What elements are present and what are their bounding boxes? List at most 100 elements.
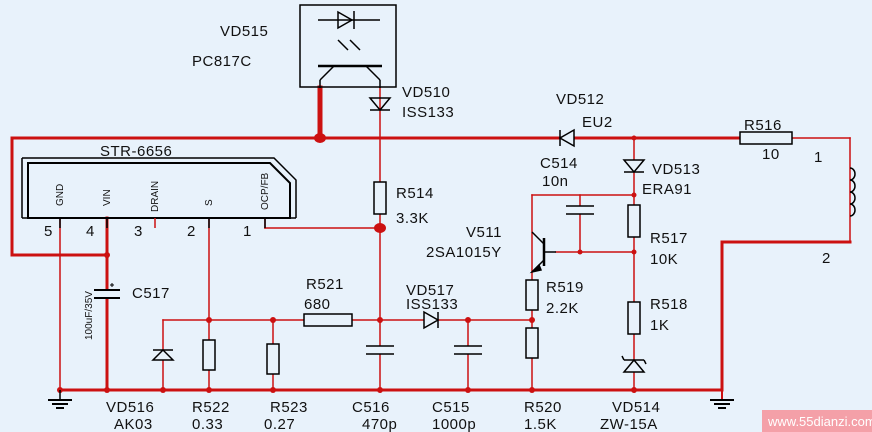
junction-dot bbox=[104, 387, 110, 393]
ic-pin4-num: 4 bbox=[86, 223, 94, 240]
watermark-bg bbox=[762, 410, 872, 432]
ground-symbol-right bbox=[710, 390, 734, 409]
ic-pin1-num: 1 bbox=[243, 223, 251, 240]
vd510-triangle bbox=[368, 97, 392, 112]
ic-pin2-num: 2 bbox=[187, 223, 195, 240]
diode-vd516 bbox=[151, 348, 175, 361]
junction-dot bbox=[206, 387, 212, 393]
diode-vd512 bbox=[558, 128, 575, 148]
ic-pin3-func: DRAIN bbox=[150, 181, 161, 212]
capacitor-c514 bbox=[566, 205, 594, 215]
resistor-r521 bbox=[303, 313, 353, 327]
resistor-r523 bbox=[266, 343, 280, 375]
r519-ref: R519 bbox=[546, 279, 584, 296]
ic-name: STR-6656 bbox=[100, 143, 172, 160]
opto-ref: VD515 bbox=[220, 23, 268, 40]
opto-light-arrow bbox=[349, 39, 361, 51]
optocoupler-body bbox=[299, 4, 397, 88]
vd517-value: ISS133 bbox=[406, 296, 458, 313]
c514-value: 10n bbox=[542, 173, 569, 190]
resistor-r516 bbox=[739, 131, 793, 145]
junction-dot bbox=[631, 387, 637, 393]
vd514-ref: VD514 bbox=[612, 399, 660, 416]
ic-pin3-num: 3 bbox=[134, 223, 142, 240]
winding-pin2: 2 bbox=[822, 250, 831, 267]
c516-value: 470p bbox=[362, 416, 397, 432]
vd512-ref: VD512 bbox=[556, 91, 604, 108]
junction-dot bbox=[314, 133, 326, 143]
ic-pin5-func: GND bbox=[55, 184, 66, 206]
r517-ref: R517 bbox=[650, 230, 688, 247]
vd513-value: ERA91 bbox=[642, 181, 692, 198]
c517-value: 100uF/35V bbox=[84, 291, 95, 340]
junction-dot bbox=[631, 249, 637, 255]
ic-pin2-func: S bbox=[204, 199, 215, 206]
r514-ref: R514 bbox=[396, 185, 434, 202]
vd514-bar-end bbox=[621, 355, 625, 361]
junction-dot bbox=[465, 387, 471, 393]
opto-collector bbox=[365, 65, 381, 81]
junction-dot bbox=[631, 135, 637, 141]
capacitor-c517 bbox=[94, 289, 120, 299]
resistor-r520 bbox=[525, 327, 539, 359]
junction-dot bbox=[377, 387, 383, 393]
vd516-ref: VD516 bbox=[106, 399, 154, 416]
transformer-winding bbox=[849, 167, 856, 217]
vd510-ref: VD510 bbox=[402, 84, 450, 101]
r521-value: 680 bbox=[304, 296, 331, 313]
capacitor-c516 bbox=[366, 345, 394, 355]
c517-ref: C517 bbox=[132, 285, 170, 302]
r518-value: 1K bbox=[650, 317, 669, 334]
vd514-value: ZW-15A bbox=[600, 416, 658, 432]
ic-outline bbox=[22, 157, 297, 218]
diode-vd510 bbox=[368, 97, 392, 112]
opto-emitter bbox=[319, 65, 335, 81]
ic-pin5-num: 5 bbox=[44, 223, 52, 240]
v511-arrow bbox=[529, 263, 543, 274]
vd512-triangle bbox=[558, 128, 575, 148]
junctions bbox=[57, 133, 637, 393]
junction-dot bbox=[374, 223, 386, 233]
resistor-r522 bbox=[202, 339, 216, 371]
r519-value: 2.2K bbox=[546, 300, 579, 317]
watermark-text: www.55dianzi.com bbox=[767, 414, 872, 429]
components bbox=[21, 4, 856, 409]
junction-dot bbox=[529, 387, 535, 393]
resistor-r518 bbox=[627, 301, 641, 335]
r523-value: 0.27 bbox=[264, 416, 295, 432]
r522-value: 0.33 bbox=[192, 416, 223, 432]
c515-value: 1000p bbox=[432, 416, 476, 432]
resistor-r514 bbox=[373, 181, 387, 215]
ic-pin1-func: OCP/FB bbox=[260, 172, 271, 210]
vd513-triangle bbox=[622, 159, 646, 174]
labels: VD515 PC817C VD510 ISS133 VD512 EU2 R516… bbox=[44, 23, 831, 432]
vd517-triangle bbox=[423, 310, 440, 330]
v511-collector bbox=[531, 231, 545, 245]
vd516-triangle bbox=[151, 348, 175, 361]
junction-dot bbox=[377, 317, 383, 323]
junction-dot bbox=[270, 317, 276, 323]
opto-light-arrow bbox=[337, 39, 349, 51]
junction-dot bbox=[529, 317, 535, 323]
vd513-ref: VD513 bbox=[652, 161, 700, 178]
junction-dot bbox=[104, 252, 110, 258]
junction-dot bbox=[270, 387, 276, 393]
vd514-bar-end bbox=[643, 359, 647, 365]
zener-vd514 bbox=[621, 355, 647, 373]
c516-ref: C516 bbox=[352, 399, 390, 416]
r516-value: 10 bbox=[762, 146, 780, 163]
vd512-value: EU2 bbox=[582, 114, 613, 131]
winding-pin1: 1 bbox=[814, 149, 823, 166]
vd516-value: AK03 bbox=[114, 416, 153, 432]
r523-ref: R523 bbox=[270, 399, 308, 416]
ic-str6656-body bbox=[27, 162, 291, 219]
v511-ref: V511 bbox=[466, 224, 502, 241]
junction-dot bbox=[577, 249, 583, 255]
opto-led-triangle bbox=[337, 10, 354, 30]
junction-dot bbox=[160, 387, 166, 393]
ic-pin4-func: VIN bbox=[102, 189, 113, 206]
junction-dot bbox=[631, 192, 637, 198]
optocoupler-vd515 bbox=[299, 4, 397, 88]
